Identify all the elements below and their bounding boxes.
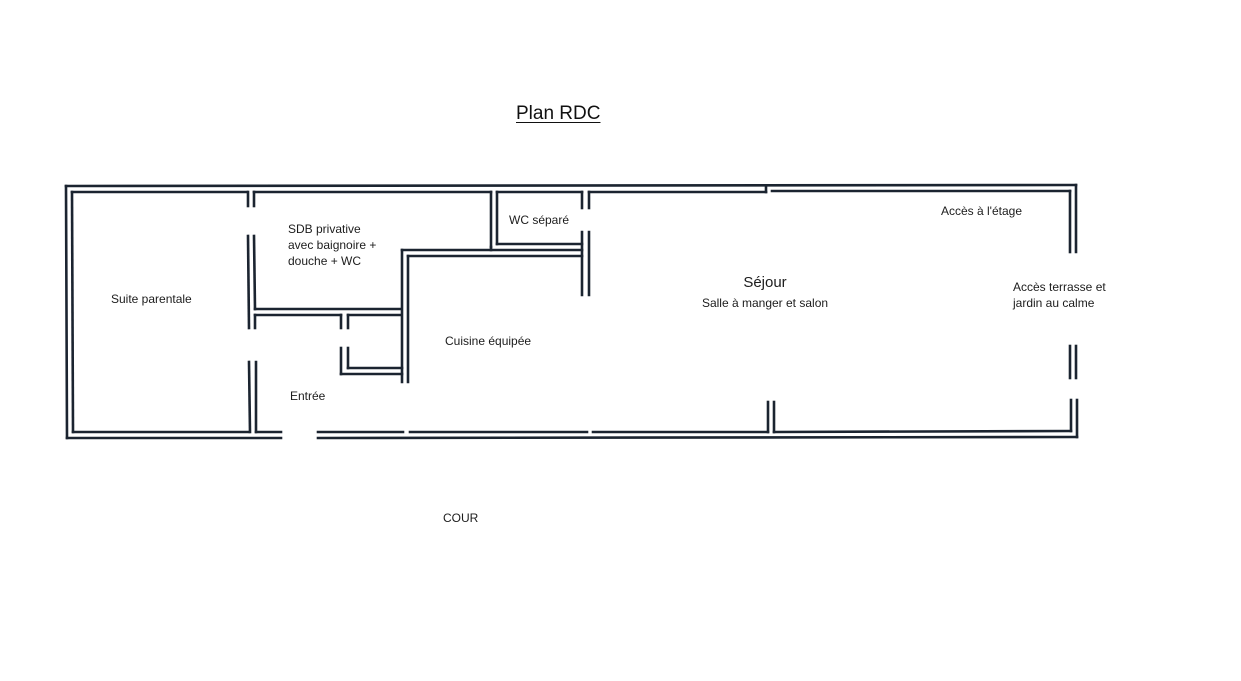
room-label-sdb-line1: SDB privative xyxy=(288,222,361,236)
room-label-sejour: Séjour xyxy=(743,274,787,291)
room-label-wc-separe: WC séparé xyxy=(509,213,570,227)
closet-walls xyxy=(339,313,404,376)
partition-wc xyxy=(489,190,584,252)
room-label-suite-parentale: Suite parentale xyxy=(111,292,192,306)
label-acces-etage: Accès à l'étage xyxy=(941,204,1023,218)
partition-sdb-bottom xyxy=(253,307,403,317)
outer-walls xyxy=(64,183,1079,440)
room-label-cuisine: Cuisine équipée xyxy=(445,334,532,348)
partition-suite xyxy=(246,190,258,434)
label-acces-terrasse-line2: jardin au calme xyxy=(1013,296,1095,310)
label-cour: COUR xyxy=(443,511,479,525)
room-label-sdb-line2: avec baignoire + xyxy=(288,238,377,252)
label-acces-terrasse-line1: Accès terrasse et xyxy=(1013,280,1106,294)
room-label-sejour-subtitle: Salle à manger et salon xyxy=(701,296,829,310)
partition-kitchen-left xyxy=(400,248,584,384)
room-label-sdb-line3: douche + WC xyxy=(288,254,362,268)
plan-title: Plan RDC xyxy=(516,103,601,124)
partition-kitchen-right xyxy=(580,190,591,297)
partition-sejour-stub xyxy=(764,184,776,434)
room-label-entree: Entrée xyxy=(290,389,326,403)
